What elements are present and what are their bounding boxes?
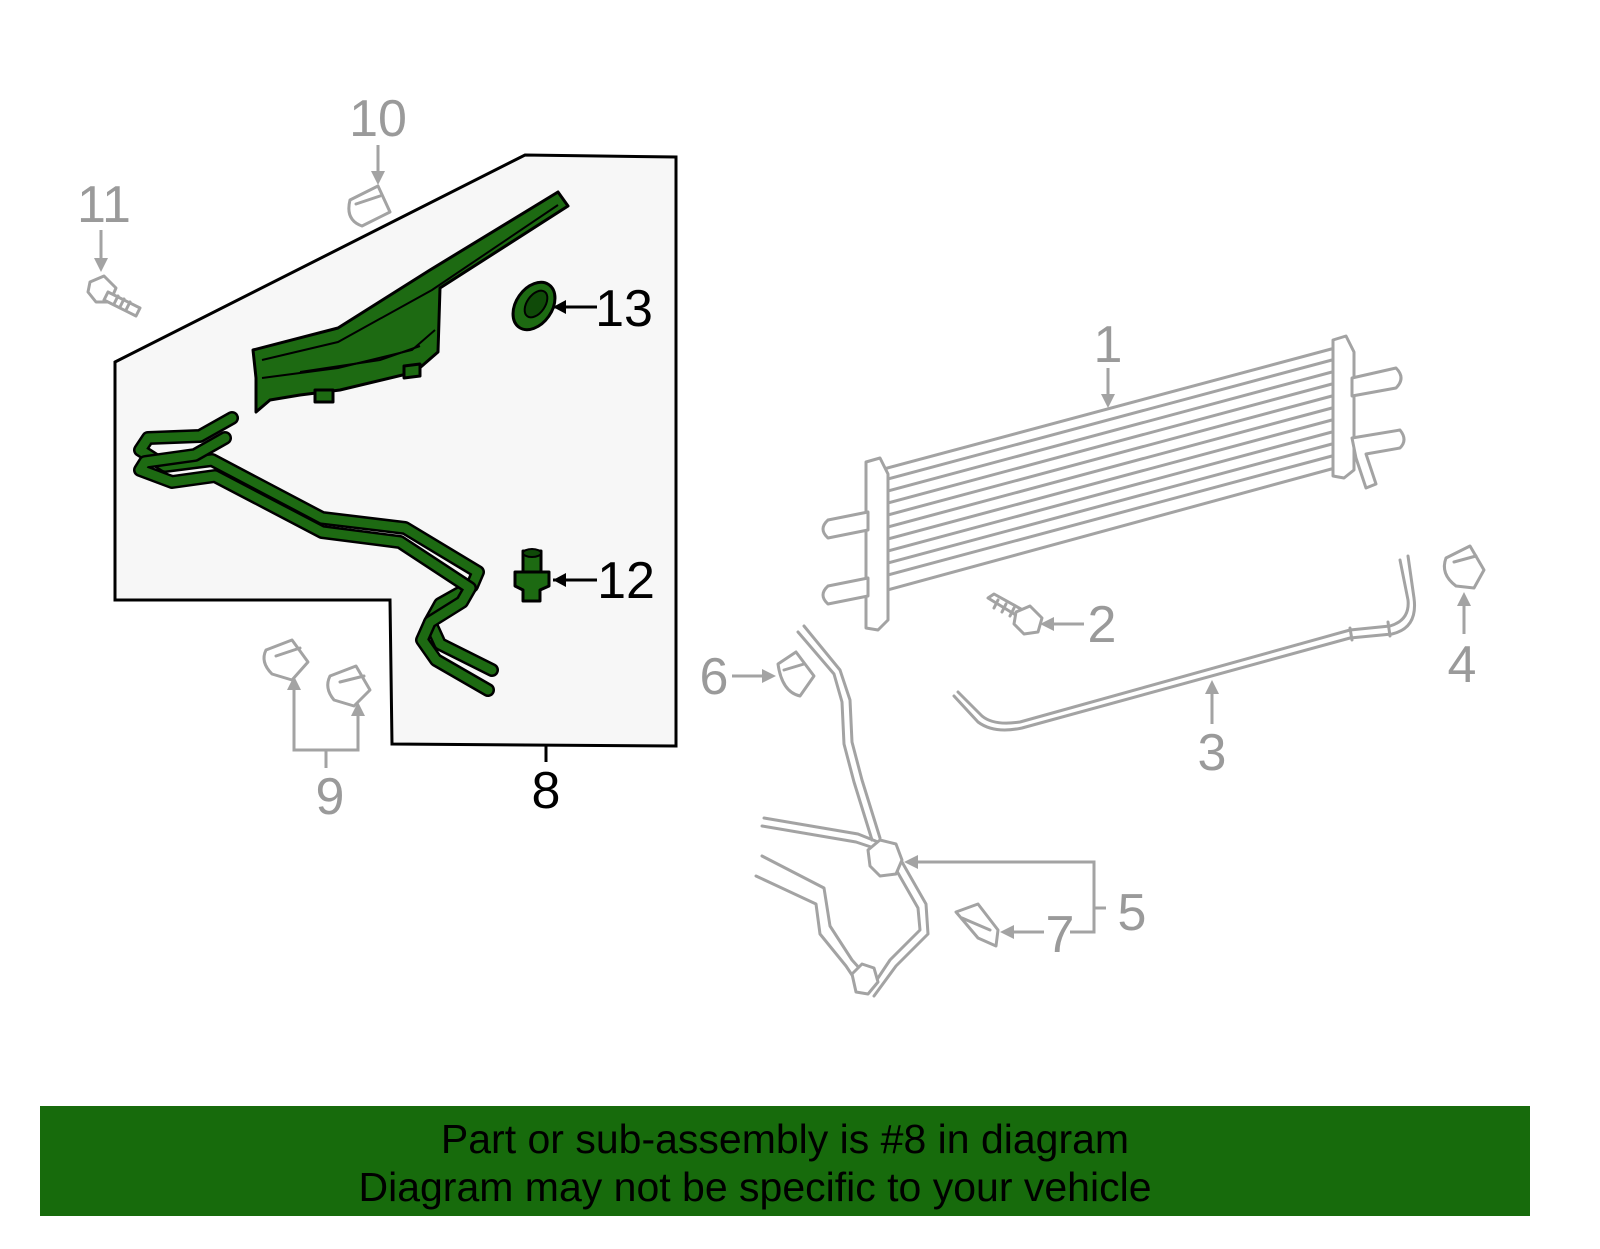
part-1-cooler — [821, 334, 1406, 632]
part-13-grommet — [511, 280, 557, 332]
part-7-clip — [954, 902, 1000, 948]
green-upper-bracket — [251, 190, 570, 414]
green-cooler-tubes — [133, 411, 499, 697]
callout-8: 8 — [532, 762, 561, 820]
part-10-clip — [347, 184, 392, 228]
part-4-clip — [1442, 544, 1486, 590]
part-3-line — [952, 554, 1417, 732]
callout-11: 11 — [77, 176, 131, 234]
part-11-bolt — [86, 274, 142, 318]
banner-line-disclaimer: Diagram may not be specific to your vehi… — [358, 1164, 1152, 1210]
callout-3: 3 — [1198, 724, 1227, 782]
callout-4: 4 — [1448, 636, 1477, 694]
leader-5 — [908, 860, 1106, 934]
part-9-clips — [262, 638, 372, 708]
callout-1: 1 — [1094, 316, 1123, 374]
callout-10: 10 — [349, 90, 407, 148]
callout-9: 9 — [316, 768, 345, 826]
info-banner: Part or sub-assembly is #8 in diagram Di… — [40, 1106, 1530, 1216]
callout-6: 6 — [700, 648, 729, 706]
banner-line-part: Part or sub-assembly is #8 in diagram — [440, 1116, 1130, 1162]
callout-12: 12 — [597, 552, 655, 610]
part-6-clip — [776, 650, 816, 698]
part-5-lines — [754, 624, 930, 998]
callout-13: 13 — [595, 280, 653, 338]
leader-9 — [292, 680, 360, 768]
part-12-stud — [513, 548, 551, 603]
callout-7: 7 — [1046, 906, 1075, 964]
callout-2: 2 — [1088, 596, 1117, 654]
callout-5: 5 — [1118, 884, 1147, 942]
part-2-bolt — [986, 592, 1044, 636]
